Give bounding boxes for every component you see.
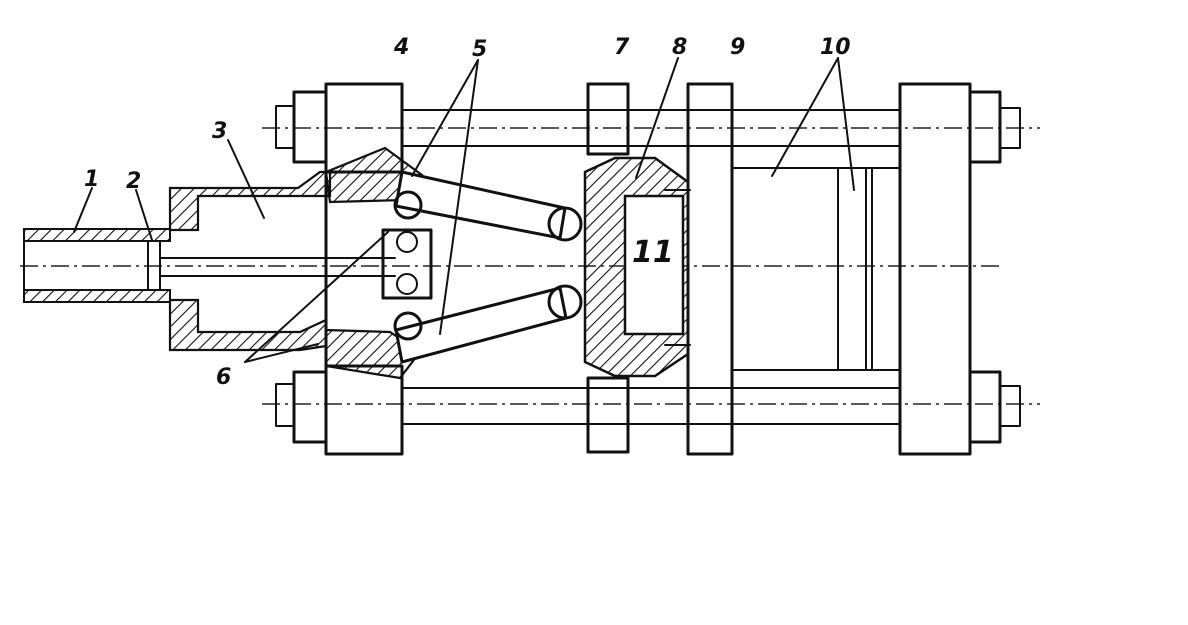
label-7: 7 bbox=[614, 35, 630, 60]
mold-plate bbox=[686, 82, 734, 456]
label-10: 10 bbox=[820, 35, 851, 60]
label-6: 6 bbox=[216, 365, 231, 390]
leader-lines bbox=[73, 57, 855, 363]
tie-rods bbox=[401, 109, 901, 425]
hydraulic-cylinder bbox=[168, 170, 332, 352]
label-3: 3 bbox=[212, 119, 227, 144]
pin-upper-right bbox=[547, 206, 583, 242]
label-5: 5 bbox=[472, 37, 487, 62]
left-tie-rod-nuts bbox=[275, 90, 328, 444]
rear-platen bbox=[898, 82, 972, 456]
pin-lower-right bbox=[547, 284, 583, 320]
label-8: 8 bbox=[672, 35, 687, 60]
label-11: 11 bbox=[632, 235, 674, 270]
mold-assembly bbox=[731, 82, 972, 456]
right-tie-rod-nuts bbox=[968, 90, 1021, 444]
center-lines bbox=[20, 127, 1040, 405]
toggle-links bbox=[393, 170, 583, 364]
label-1: 1 bbox=[84, 167, 99, 192]
moving-platen bbox=[583, 156, 691, 378]
fixed-platen-left bbox=[324, 82, 424, 456]
label-4: 4 bbox=[393, 35, 409, 60]
label-9: 9 bbox=[730, 35, 745, 60]
piston-rod-tube bbox=[23, 228, 396, 303]
pin-upper-left bbox=[393, 190, 423, 220]
pin-lower-left bbox=[393, 311, 423, 341]
tie-rod-support-7 bbox=[586, 82, 630, 454]
label-2: 2 bbox=[126, 169, 141, 194]
crosshead bbox=[381, 228, 433, 300]
